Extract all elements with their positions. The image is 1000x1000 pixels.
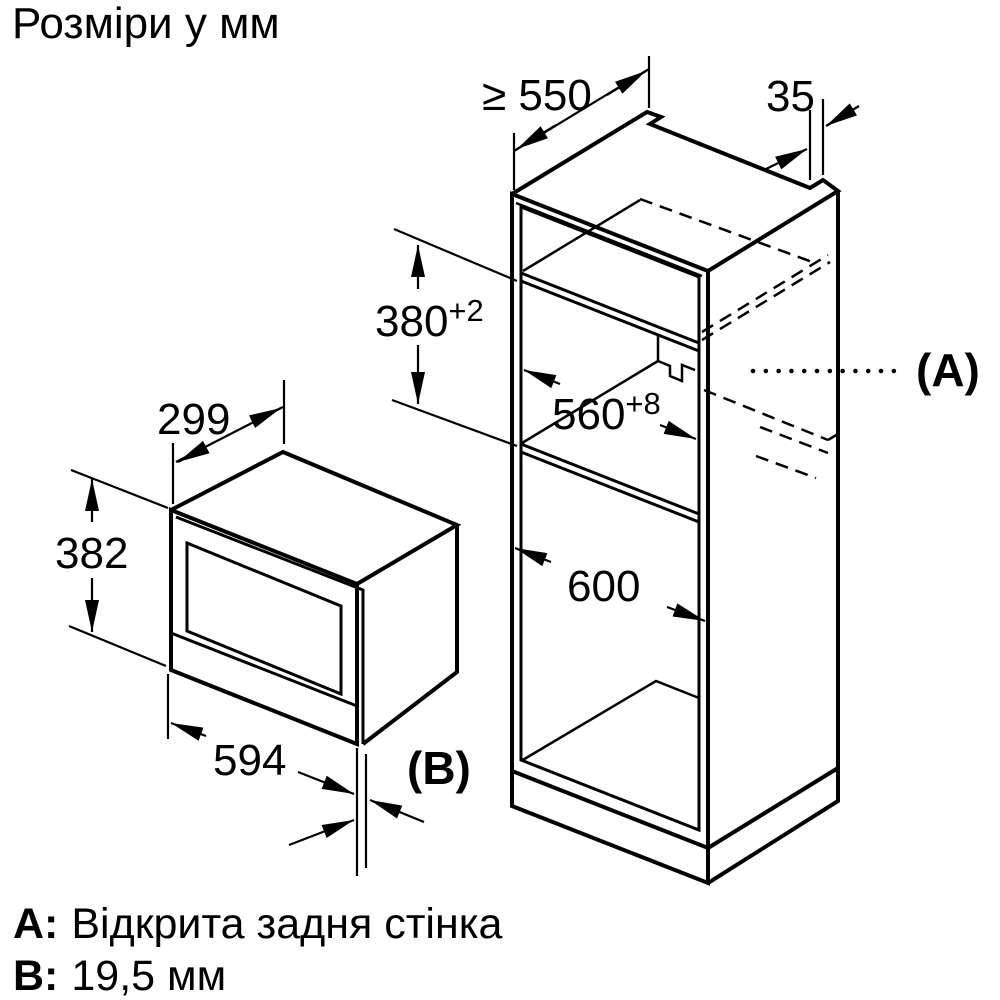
callout-b: (B) — [288, 742, 471, 876]
legend-b-text: 19,5 мм — [71, 952, 226, 1000]
dimension-rear-gap: 35 — [765, 72, 860, 180]
niche-floor-left-edge — [521, 359, 659, 445]
arrow-left — [765, 148, 808, 170]
arrow-right — [249, 407, 282, 429]
microwave-door-outline — [169, 507, 359, 747]
legend-a-key: A: — [13, 900, 58, 948]
dimension-appliance-width: 594 — [166, 674, 355, 796]
page-title: Розміри у мм — [12, 0, 280, 48]
microwave-right-side — [361, 525, 459, 746]
arrow-left — [523, 368, 561, 389]
microwave-drawing — [169, 449, 462, 747]
extension-lines — [171, 380, 286, 504]
lower-compartment-floor — [520, 679, 700, 763]
legend: A: Відкрита задня стінка B: 19,5 мм — [13, 900, 502, 1000]
callout-a: (A) — [750, 344, 980, 396]
arrow-right — [825, 103, 860, 127]
tolerance: +8 — [625, 386, 660, 421]
top-compartment-floor-edge — [522, 198, 641, 273]
microwave-door-window — [185, 540, 343, 697]
arrow-left — [516, 124, 557, 150]
arrow-right — [297, 770, 355, 796]
extension-lines — [391, 227, 518, 448]
legend-a-text: Відкрита задня стінка — [71, 900, 502, 948]
cabinet-top-face-inner-edge — [515, 201, 703, 278]
dimension-niche-width: 560+8 — [523, 368, 697, 441]
tolerance: +2 — [448, 293, 483, 328]
cabinet-front-frame-inner — [519, 204, 701, 833]
arrow-lower-left — [288, 818, 355, 847]
cabinet-shelf-niche-floor — [520, 442, 700, 524]
cabinet-plinth-front — [510, 771, 710, 886]
extension-lines — [512, 56, 651, 190]
dimension-cabinet-width: 600 — [514, 546, 706, 623]
dimension-label-cabinet-width: 600 — [567, 562, 640, 611]
callout-b-label: (B) — [407, 742, 471, 794]
niche-cable-notch — [657, 359, 696, 383]
hidden-rear-lower-edges — [755, 425, 829, 480]
arrow-right — [606, 70, 647, 96]
extension-lines — [68, 468, 169, 668]
arrow-left — [177, 440, 210, 463]
microwave-top-face — [170, 449, 462, 586]
dimension-label-appliance-width: 594 — [213, 736, 286, 785]
cabinet-top-face — [510, 109, 842, 273]
dimension-label-niche-height: 380+2 — [375, 293, 484, 346]
cabinet-shelf-top — [520, 271, 700, 353]
dimension-appliance-depth: 299 — [157, 380, 286, 504]
dimension-label-niche-width: 560+8 — [552, 386, 661, 439]
legend-row-b: B: 19,5 мм — [13, 952, 226, 1000]
dimension-label-depth-min: ≥ 550 — [482, 71, 592, 120]
cabinet-plinth-right — [706, 766, 840, 885]
dimension-label-appliance-height: 382 — [55, 529, 128, 578]
dimension-label-appliance-depth: 299 — [157, 395, 230, 444]
legend-row-a: A: Відкрита задня стінка — [13, 900, 502, 948]
hidden-shelf-rear-edge-upper — [701, 253, 831, 342]
dimension-label-rear-gap: 35 — [766, 72, 815, 121]
cabinet-drawing — [510, 109, 842, 886]
microwave-door-lower-band — [170, 631, 358, 708]
hidden-rear-top-edge — [639, 197, 816, 265]
dimension-appliance-height: 382 — [55, 468, 169, 668]
arrow-upper-right — [369, 798, 425, 824]
legend-b-key: B: — [13, 952, 58, 1000]
dimension-niche-height: 380+2 — [375, 227, 518, 448]
microwave-door-thickness-edge — [175, 515, 365, 744]
hidden-niche-floor-rear-edge — [703, 388, 839, 442]
arrow-right — [666, 603, 706, 623]
callout-a-label: (A) — [916, 344, 980, 396]
cabinet-side-bottom-edge — [706, 766, 840, 850]
value: 380 — [375, 297, 448, 346]
arrow-left — [514, 546, 552, 567]
arrow-left — [170, 721, 207, 741]
value: 560 — [552, 390, 625, 439]
dimension-depth-min: ≥ 550 — [482, 56, 651, 190]
extension-lines — [808, 99, 825, 180]
arrow-right — [659, 420, 697, 441]
door-protrusion-lines — [355, 748, 368, 876]
